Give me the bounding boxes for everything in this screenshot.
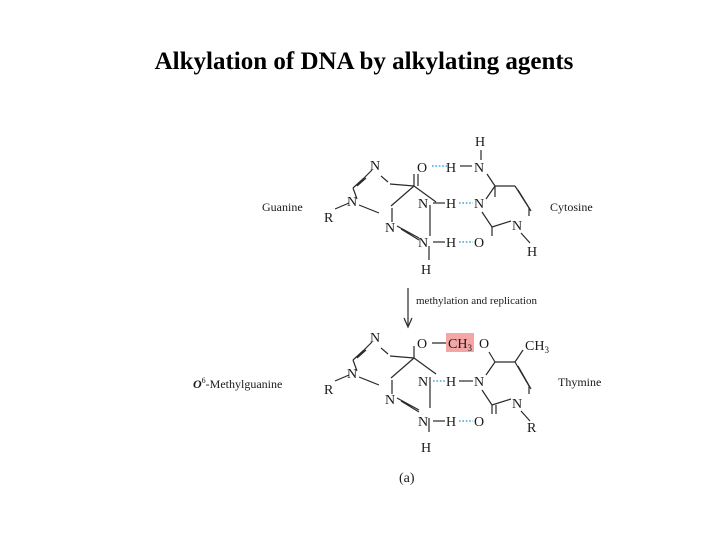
atom-r: R xyxy=(324,383,334,398)
arrow-label: methylation and replication xyxy=(416,295,537,307)
atom-h-bottom: H xyxy=(421,441,431,456)
methyl-highlight xyxy=(446,333,474,352)
thymine-bonds xyxy=(481,349,532,422)
atom-n9: N xyxy=(347,367,357,382)
atom-r: R xyxy=(324,211,334,226)
atom-n3: N xyxy=(385,393,395,408)
atom-n1-thymine: N xyxy=(512,397,522,412)
atom-n3-cytosine: N xyxy=(474,197,484,212)
atom-h-n1: H xyxy=(446,197,456,212)
atom-n7: N xyxy=(370,159,380,174)
atom-n7: N xyxy=(370,331,380,346)
atom-o4-thymine: O xyxy=(479,337,489,352)
atom-h-mid: H xyxy=(446,375,456,390)
thymine-label: Thymine xyxy=(558,375,601,389)
figure-caption: (a) xyxy=(399,471,415,486)
guanine-label: Guanine xyxy=(262,200,303,214)
slide-title: Alkylation of DNA by alkylating agents xyxy=(154,48,574,75)
atom-n9: N xyxy=(347,195,357,210)
atom-n1-cytosine: N xyxy=(512,219,522,234)
atom-n1: N xyxy=(418,375,428,390)
cytosine-bonds xyxy=(480,150,532,244)
atom-n3: N xyxy=(385,221,395,236)
atom-n3-thymine: N xyxy=(474,375,484,390)
atom-h-cyt-top: H xyxy=(475,135,485,150)
atom-h-n2: H xyxy=(421,263,431,278)
guanine-bonds xyxy=(334,169,437,260)
atom-o2-thymine: O xyxy=(474,415,484,430)
methyl-group: CH3 xyxy=(448,337,472,353)
thymine-methyl: CH3 xyxy=(525,339,549,355)
guanine-cytosine-pair: Guanine N N R N O N H N H H H H N N O N … xyxy=(262,135,593,278)
methylguanine-label: O6-Methylguanine xyxy=(193,376,282,391)
atom-o6: O xyxy=(417,337,427,352)
reaction-arrow: methylation and replication xyxy=(403,288,537,329)
cytosine-label: Cytosine xyxy=(550,200,593,214)
methylguanine-bonds xyxy=(334,341,446,432)
atom-r-thymine: R xyxy=(527,421,537,436)
atom-o6: O xyxy=(417,161,427,176)
atom-h1-cytosine: H xyxy=(527,245,537,260)
methylguanine-thymine-pair: O6-Methylguanine N N R N O CH3 N H N H H… xyxy=(193,331,601,456)
atom-n1: N xyxy=(418,197,428,212)
atom-h-n2-side: H xyxy=(446,415,456,430)
atom-n2: N xyxy=(418,415,428,430)
atom-h-n2-side: H xyxy=(446,236,456,251)
atom-n2: N xyxy=(418,236,428,251)
atom-h-cyt-n4: H xyxy=(446,161,456,176)
atom-o2-cytosine: O xyxy=(474,236,484,251)
atom-n4-cytosine: N xyxy=(474,161,484,176)
